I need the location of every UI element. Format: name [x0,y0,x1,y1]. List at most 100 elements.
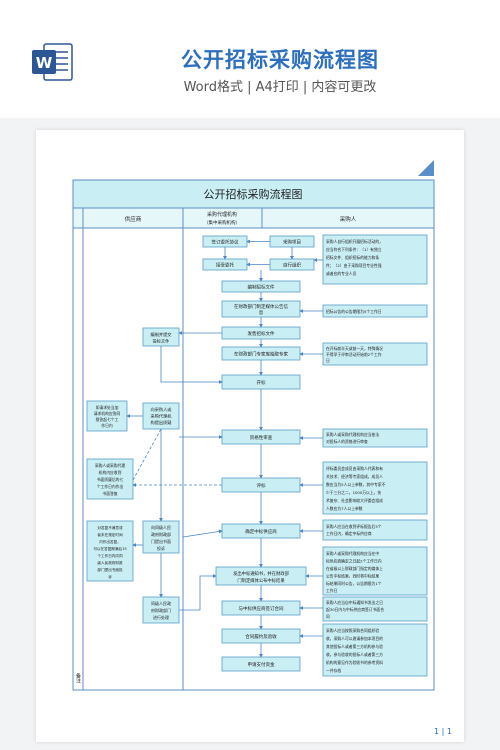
step-purchase-project: 采购项目 [269,235,315,248]
svg-text:不得早于评审活动开始前2个工作: 不得早于评审活动开始前2个工作 [326,352,382,357]
svg-text:术复杂、社会影响较大评委会组成: 术复杂、社会影响较大评委会组成 [326,498,383,503]
note-qual-review: 采购人或采购代理机构应当依法 对投标人的资格进行审查 [322,428,428,448]
svg-text:息: 息 [259,309,264,316]
svg-text:发出中标通知书，并在财政部: 发出中标通知书，并在财政部 [233,570,290,577]
svg-text:评标委员会成员由采购人代表和有: 评标委员会成员由采购人代表和有 [326,466,383,471]
svg-text:投标文件: 投标文件 [153,338,170,345]
svg-text:府财政部门: 府财政部门 [151,607,171,613]
svg-text:采购人应当在收到评标报告后5个: 采购人应当在收到评标报告后5个 [326,524,382,529]
step-apply-payment: 申请支付资金 [221,656,301,672]
svg-text:与中标供应商签订合同: 与中标供应商签订合同 [239,605,284,612]
step-draw-experts: 在财政部门专家库抽取专家 [221,346,301,361]
step-compile-docs: 编制招标文件 [221,280,301,293]
svg-text:工作日: 工作日 [326,588,338,593]
svg-text:采购人或采购代理: 采购人或采购代理 [95,463,126,468]
svg-text:确定中标供应商: 确定中标供应商 [245,528,277,535]
page-title: 公开招标采购流程图 [181,48,379,72]
svg-text:对投标人的资格进行审查: 对投标人的资格进行审查 [326,439,368,444]
svg-text:构提出质疑: 构提出质疑 [151,419,173,426]
column-header-agency-sub: （集中采购机构） [204,219,240,226]
svg-text:收，采购人可以邀请参加本项目的: 收，采购人可以邀请参加本项目的 [326,636,383,641]
svg-text:请求机构应答同: 请求机构应答同 [94,411,121,416]
svg-text:采购人或采购代理机构应当在中: 采购人或采购代理机构应当在中 [326,551,379,556]
svg-text:采购人或采购代理机构应当依法: 采购人或采购代理机构应当依法 [326,432,379,437]
svg-text:采购人自行组织开展招标活动的，: 采购人自行组织开展招标活动的， [326,239,383,244]
svg-text:内作出答复，: 内作出答复， [99,539,121,544]
supplier-complaint: 向同级人民 政府财政部 门提出书面 投诉 [142,520,180,554]
svg-text:接受委托: 接受委托 [216,262,234,269]
svg-text:资格性审查: 资格性审查 [250,434,273,441]
svg-text:政府财政部: 政府财政部 [151,531,171,537]
supplier-written-reply: 采购人或采购代理 机构内应收到 书面质疑后的七 个工作日内作出 书面答复 [86,458,134,500]
step-perform-accept: 合同履约及验收 [221,628,301,644]
svg-text:投诉: 投诉 [157,545,165,551]
supplier-reply-complaint: 对答复不满意或 者未在规定时间 内作出答复， 可以在答复期满后15 个工作日内向… [86,520,134,582]
svg-text:日: 日 [326,358,330,363]
note-self-organize: 采购人自行组织开展招标活动的， 应当符合下列条件：（1）有独立 招标文件、组织招… [322,234,428,285]
svg-text:书面质疑后的七: 书面质疑后的七 [97,477,124,482]
svg-text:采购项目: 采购项目 [283,239,301,246]
step-self-organize: 自行组织 [269,258,315,271]
svg-text:对答复不满意或: 对答复不满意或 [97,525,123,530]
column-header-purchaser: 采购人 [340,215,357,223]
page-corner-fold [418,160,434,176]
svg-text:收。参与验收的投标人或者第三方: 收。参与验收的投标人或者第三方 [326,652,383,657]
supplier-prepare-bid: 编制并提交 投标文件 [142,327,180,347]
svg-text:如请求处当加: 如请求处当加 [96,405,119,410]
svg-text:者未在规定时间: 者未在规定时间 [97,532,123,537]
svg-text:起30日内与中标供应商签订书面合: 起30日内与中标供应商签订书面合 [326,607,384,612]
svg-text:进行处理: 进行处理 [153,614,169,620]
flowchart-title: 公开招标采购流程图 [204,187,303,201]
page-header: W 公开招标采购流程图 Word格式 | A4打印 | 内容可更改 [0,0,500,118]
svg-text:开标: 开标 [257,379,266,386]
svg-text:公告中标结果，同时将中标结果: 公告中标结果，同时将中标结果 [326,574,379,579]
svg-text:书面答复: 书面答复 [102,491,117,496]
step-publish-notice: 在财政部门制定媒体公告信 息 [221,300,301,318]
svg-text:招标文件、组织招标的能力和条: 招标文件、组织招标的能力和条 [326,255,379,260]
note-notice-period: 招标公告的公告期限为5个工作日 [322,304,428,318]
svg-text:同级人民政: 同级人民政 [151,600,171,606]
note-publish-result: 采购人或采购代理机构应当在中 标供应商确定之日起2个工作日内 在省级以上财政部门… [322,546,428,596]
svg-text:在财政部门制定媒体公告信: 在财政部门制定媒体公告信 [234,303,288,310]
svg-text:向采购人或: 向采购人或 [151,406,173,413]
svg-text:发售招标文件: 发售招标文件 [248,330,275,337]
svg-text:机构内应收到: 机构内应收到 [99,470,122,475]
step-evaluate: 评标 [221,477,301,493]
page-subtitle: Word格式 | A4打印 | 内容可更改 [183,80,377,95]
step-sign-agreement: 签订委托协议 [202,235,248,248]
word-icon-letter: W [36,54,53,72]
column-header-agency: 采购代理机构 [207,211,237,218]
svg-text:同: 同 [326,614,330,619]
note-acceptance: 采购人应当按照采购合同组织验 收，采购人可以邀请参加本项目的 其他投标人或者第三… [322,623,428,677]
svg-text:其他投标人或者第三方机构参与验: 其他投标人或者第三方机构参与验 [326,644,383,649]
column-header-row [72,207,435,229]
step-accept-entrust: 接受委托 [202,258,248,271]
step-sell-docs: 发售招标文件 [221,326,301,340]
note-confirm-winner: 采购人应当在收到评标报告后5个 工作日内，确定中标供应商 [322,519,428,541]
svg-text:诉: 诉 [108,574,112,579]
column-header-supplier: 供应商 [125,215,142,223]
flowchart-title-bar [72,179,435,209]
svg-text:评标: 评标 [257,482,266,489]
word-document-icon: W [32,43,73,81]
svg-text:个工作日内向同: 个工作日内向同 [97,553,123,558]
svg-text:签订委托协议: 签订委托协议 [212,239,239,246]
svg-text:数应当为5人以上单数，其中专家不: 数应当为5人以上单数，其中专家不 [326,482,386,487]
svg-text:作日内: 作日内 [101,423,113,428]
step-qual-review: 资格性审查 [221,429,301,445]
svg-text:采购代理机: 采购代理机 [151,413,173,420]
side-label-notes: 备注 [75,672,81,684]
svg-text:编制招标文件: 编制招标文件 [248,284,275,291]
svg-text:申请支付资金: 申请支付资金 [248,661,275,668]
svg-text:在财政部门专家库抽取专家: 在财政部门专家库抽取专家 [234,351,288,358]
svg-text:标结果同时公告，公告期限为1个: 标结果同时公告，公告期限为1个 [326,581,382,586]
step-confirm-winner: 确定中标供应商 [221,523,301,539]
svg-text:向同级人民: 向同级人民 [151,524,171,530]
svg-text:门制定媒体公布中标结果: 门制定媒体公布中标结果 [237,577,285,584]
step-open-bid: 开标 [221,374,301,390]
svg-text:在开标前半天或前一天，特殊情况: 在开标前半天或前一天，特殊情况 [326,346,383,351]
supplier-handle: 同级人民政 府财政部门 进行处理 [142,596,180,624]
svg-text:应当符合下列条件：（1）有独立: 应当符合下列条件：（1）有独立 [326,247,382,252]
svg-text:部门提出书面投: 部门提出书面投 [97,567,123,572]
svg-text:少于三分之二，1000万以上，技: 少于三分之二，1000万以上，技 [326,490,381,495]
